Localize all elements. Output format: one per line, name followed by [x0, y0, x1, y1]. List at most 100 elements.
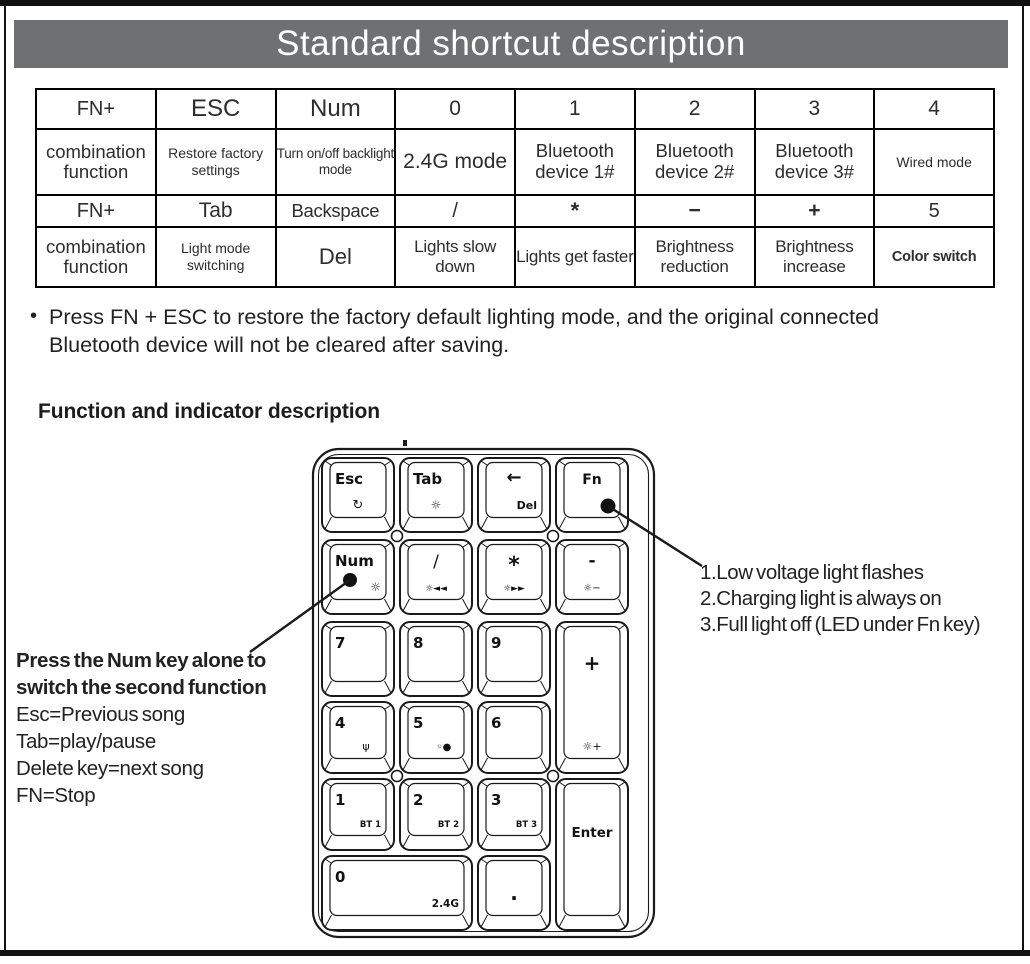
brightness-down-icon: ☼− — [583, 583, 600, 594]
cell-wired-mode: Wired mode — [873, 128, 995, 196]
cell-light-mode-switching: Light mode switching — [154, 226, 277, 288]
cell-backspace: Backspace — [274, 194, 397, 228]
key-k2-label: 2 — [413, 791, 423, 809]
key-k2-sublabel: BT 2 — [438, 820, 459, 830]
key-k1-label: 1 — [335, 791, 345, 809]
cell-fn-plus: FN+ — [35, 194, 157, 228]
key-fn-label: Fn — [582, 472, 602, 488]
cell-tab: Tab — [154, 194, 277, 228]
backlight-icon: ☼ — [370, 580, 381, 594]
key-backspace: ←Del — [477, 457, 551, 533]
cell-lights-get-faster: Lights get faster — [514, 226, 636, 288]
key-star: *☼►► — [477, 539, 551, 615]
cell-minus: − — [633, 194, 756, 228]
key-enter: Enter — [555, 778, 629, 931]
cell-brightness-reduction: Brightness reduction — [633, 226, 756, 288]
key-backspace-sublabel: Del — [517, 499, 537, 512]
key-enter-label: Enter — [571, 825, 612, 841]
note-line-fn: FN=Stop — [16, 784, 96, 807]
key-k5-label: 5 — [413, 714, 423, 732]
cell-num: Num — [274, 88, 397, 130]
key-fn: Fn — [555, 457, 629, 533]
key-k1-sublabel: BT 1 — [360, 820, 381, 830]
cell-bt-device-1: Bluetooth device 1# — [514, 128, 636, 196]
table-row: combination function Light mode switchin… — [35, 226, 995, 288]
table-row: FN+ ESC Num 0 1 2 3 4 — [35, 88, 995, 130]
brightness-up-icon: ☼+ — [582, 740, 601, 753]
fn-led-note: 1.Low voltage light flashes 2.Charging l… — [700, 560, 1030, 638]
key-tab-label: Tab — [413, 470, 442, 488]
key-k8-label: 8 — [413, 634, 423, 652]
lights-slower-icon: ☼◄◄ — [425, 584, 447, 594]
fn-led-dot — [600, 498, 616, 514]
note-line-tab: Tab=play/pause — [16, 730, 156, 753]
key-k7: 7 — [321, 621, 395, 697]
key-k4-label: 4 — [335, 714, 345, 732]
cell-backlight-mode: Turn on/off backlight mode — [274, 128, 397, 196]
cell-del: Del — [274, 226, 397, 288]
key-k2: 2 BT 2 — [399, 778, 473, 851]
page-frame-left — [4, 6, 6, 950]
cell-color-switch: Color switch — [873, 226, 995, 288]
cell-5: 5 — [873, 194, 995, 228]
cell-slash: / — [394, 194, 516, 228]
reset-previous-song-icon: ↻ — [353, 498, 364, 513]
key-plus: + ☼+ — [555, 621, 629, 774]
key-k5: 5 ◦● — [399, 701, 473, 774]
cell-4: 4 — [873, 88, 995, 130]
key-num: Num ☼ — [321, 539, 395, 615]
page-frame-right — [1022, 6, 1024, 950]
num-key-note: Press the Num key alone to switch the se… — [16, 647, 330, 809]
key-dot: . — [477, 855, 551, 931]
key-k6: 6 — [477, 701, 551, 774]
key-k6-label: 6 — [491, 714, 501, 732]
key-k8: 8 — [399, 621, 473, 697]
cell-fn-plus: FN+ — [35, 88, 157, 130]
cell-bt-device-2: Bluetooth device 2# — [633, 128, 756, 196]
backlight-mode-icon: ☼ — [431, 498, 442, 512]
key-tab: Tab ☼ — [399, 457, 473, 533]
key-k3-label: 3 — [491, 791, 501, 809]
key-esc: Esc ↻ — [321, 457, 395, 533]
key-slash: / ☼◄◄ — [399, 539, 473, 615]
usb-wired-icon: ψ — [362, 740, 369, 753]
num-callout-line — [249, 579, 351, 653]
led-note-line-2: 2.Charging light is always on — [700, 587, 942, 610]
fn-callout-line — [607, 504, 703, 568]
key-k0-sublabel: 2.4G — [432, 898, 459, 910]
num-callout-dot — [343, 573, 357, 587]
cell-lights-slow-down: Lights slow down — [394, 226, 516, 288]
key-star-label: * — [508, 553, 520, 578]
key-k0-label: 0 — [335, 868, 345, 886]
key-k3: 3 BT 3 — [477, 778, 551, 851]
key-k7-label: 7 — [335, 634, 345, 652]
cell-1: 1 — [514, 88, 636, 130]
cell-2: 2 — [633, 88, 756, 130]
page-title: Standard shortcut description — [14, 20, 1008, 68]
key-dot-label: . — [510, 881, 518, 905]
key-k1: 1 BT 1 — [321, 778, 395, 851]
page-frame-top — [0, 0, 1030, 6]
cell-asterisk: * — [514, 194, 636, 228]
key-k0: 0 2.4G — [321, 855, 473, 931]
cell-brightness-increase: Brightness increase — [753, 226, 876, 288]
key-esc-label: Esc — [335, 470, 363, 488]
cell-combination-function: combination function — [35, 226, 157, 288]
key-plus-label: + — [584, 651, 601, 675]
section-heading: Function and indicator description — [38, 400, 380, 423]
cell-3: 3 — [753, 88, 876, 130]
key-minus-label: - — [588, 551, 595, 571]
key-num-label: Num — [335, 552, 374, 570]
key-k3-sublabel: BT 3 — [516, 820, 537, 830]
key-k9: 9 — [477, 621, 551, 697]
num-key-note-title: Press the Num key alone to switch the se… — [16, 649, 267, 699]
key-minus: - ☼− — [555, 539, 629, 615]
cell-restore-factory: Restore factory settings — [154, 128, 277, 196]
cell-0: 0 — [394, 88, 516, 130]
fn-esc-note-text: Press FN + ESC to restore the factory de… — [49, 305, 880, 358]
note-line-esc: Esc=Previous song — [16, 703, 185, 726]
key-slash-label: / — [433, 552, 439, 572]
color-switch-icon: ◦● — [437, 742, 452, 753]
shortcut-table: FN+ ESC Num 0 1 2 3 4 combination functi… — [35, 88, 995, 288]
